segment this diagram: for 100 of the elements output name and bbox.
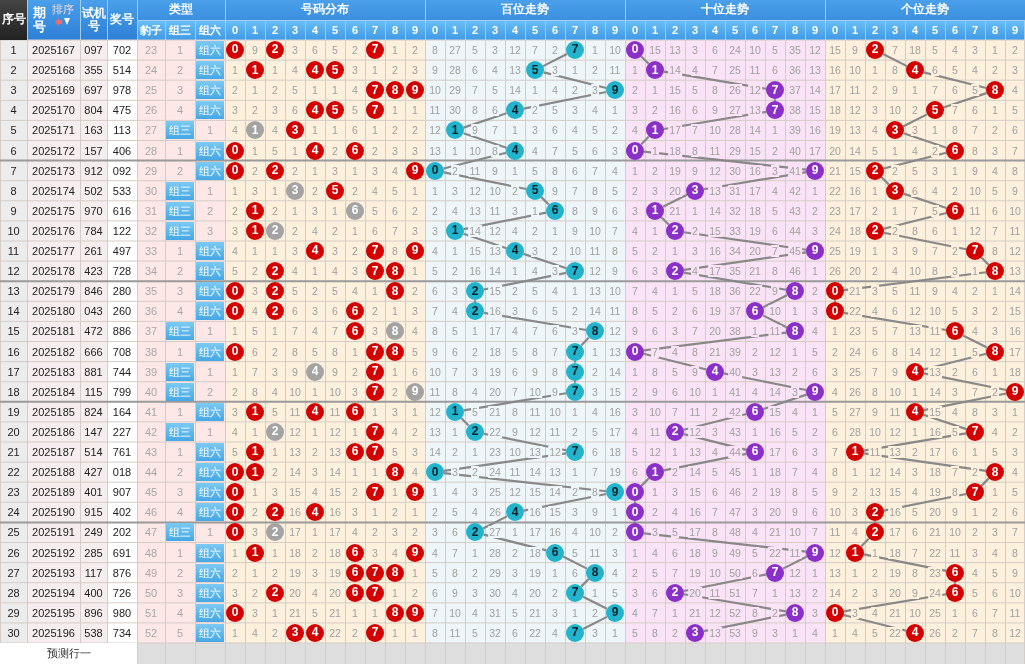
- omission-count: 4: [391, 546, 399, 559]
- omission-count: 3: [471, 486, 479, 499]
- omission-count: 1: [431, 486, 439, 499]
- omission-count: 3: [491, 44, 499, 57]
- omission-count: 5: [811, 486, 819, 499]
- omission-count: 15: [668, 84, 682, 97]
- trend-line: [463, 232, 507, 250]
- omission-count: 1: [351, 164, 359, 177]
- omission-count: 4: [911, 144, 919, 157]
- omission-count: 2: [851, 486, 859, 499]
- column-header: 7: [970, 22, 980, 38]
- omission-count: 7: [391, 224, 399, 237]
- omission-count: 8: [431, 626, 439, 639]
- trend-line: [953, 581, 957, 584]
- omission-count: 3: [371, 164, 379, 177]
- omission-count: 7: [451, 365, 459, 378]
- omission-count: 3: [271, 486, 279, 499]
- omission-count: 3: [591, 626, 599, 639]
- omission-count: 1: [991, 44, 999, 57]
- omission-count: 7: [1011, 526, 1019, 539]
- trend-line: [902, 113, 928, 128]
- column-header: 3: [890, 22, 900, 38]
- omission-count: 2: [251, 506, 259, 519]
- omission-count: 2: [251, 164, 259, 177]
- column-header: 1: [250, 22, 260, 38]
- omission-count: 2: [631, 184, 639, 197]
- omission-count: 7: [651, 606, 659, 619]
- omission-count: 1: [291, 204, 299, 217]
- trend-line: [882, 53, 908, 68]
- omission-count: 1: [531, 204, 539, 217]
- omission-count: 3: [251, 606, 259, 619]
- omission-count: 5: [551, 104, 559, 117]
- omission-count: 2: [811, 586, 819, 599]
- omission-count: 2: [991, 305, 999, 318]
- omission-count: 2: [431, 204, 439, 217]
- omission-count: 1: [591, 586, 599, 599]
- omission-count: 49: [143, 565, 159, 581]
- omission-count: 9: [591, 506, 599, 519]
- omission-count: 1: [771, 586, 779, 599]
- omission-count: 2: [271, 566, 279, 579]
- omission-count: 4: [371, 184, 379, 197]
- omission-count: 3: [311, 566, 319, 579]
- omission-count: 26: [728, 84, 742, 97]
- issue-number: 2025191: [31, 525, 76, 541]
- omission-count: 2: [511, 546, 519, 559]
- draw-number: 406: [111, 143, 133, 159]
- omission-count: 1: [271, 325, 279, 338]
- omission-count: 3: [411, 64, 419, 77]
- omission-count: 7: [931, 84, 939, 97]
- omission-count: 12: [808, 44, 822, 57]
- omission-count: 3: [251, 184, 259, 197]
- omission-count: 8: [431, 44, 439, 57]
- omission-count: 3: [711, 425, 719, 438]
- omission-count: 29: [448, 84, 462, 97]
- omission-count: 2: [271, 345, 279, 358]
- omission-count: 9: [251, 44, 259, 57]
- column-header: 2: [870, 22, 880, 38]
- omission-count: 32: [143, 223, 159, 239]
- draw-number: 533: [111, 183, 133, 199]
- omission-count: 16: [708, 245, 722, 258]
- omission-count: 10: [708, 124, 722, 137]
- omission-count: 5: [651, 305, 659, 318]
- issue-number: 2025172: [31, 143, 76, 159]
- omission-count: 9: [951, 506, 959, 519]
- omission-count: 19: [708, 305, 722, 318]
- trial-number: 117: [83, 565, 104, 581]
- omission-count: 6: [931, 224, 939, 237]
- omission-count: 14: [488, 265, 502, 278]
- trial-number: 804: [83, 103, 104, 119]
- omission-count: 4: [175, 304, 185, 320]
- omission-count: 3: [231, 405, 239, 418]
- omission-count: 3: [175, 83, 185, 99]
- omission-count: 4: [991, 164, 999, 177]
- omission-count: 2: [411, 425, 419, 438]
- omission-count: 15: [828, 44, 842, 57]
- omission-count: 2: [1011, 425, 1019, 438]
- omission-count: 6: [671, 385, 679, 398]
- omission-count: 8: [651, 365, 659, 378]
- omission-count: 3: [651, 184, 659, 197]
- omission-count: 6: [651, 586, 659, 599]
- omission-count: 3: [571, 325, 579, 338]
- omission-count: 8: [511, 405, 519, 418]
- omission-count: 1: [571, 285, 579, 298]
- draw-number: 018: [111, 465, 133, 481]
- type-badge: 组六: [196, 242, 224, 261]
- trend-line: [443, 452, 567, 472]
- omission-count: 14: [888, 466, 902, 479]
- omission-count: 1: [691, 204, 699, 217]
- omission-count: 2: [291, 164, 299, 177]
- omission-count: 3: [991, 526, 999, 539]
- omission-count: 14: [748, 124, 762, 137]
- omission-count: 6: [911, 184, 919, 197]
- omission-count: 3: [311, 305, 319, 318]
- omission-count: 9: [851, 44, 859, 57]
- omission-count: 6: [591, 446, 599, 459]
- omission-count: 3: [991, 405, 999, 418]
- trend-line: [833, 300, 837, 303]
- type-badge: 组六: [196, 262, 224, 281]
- trial-number: 538: [83, 625, 104, 641]
- omission-count: 1: [391, 586, 399, 599]
